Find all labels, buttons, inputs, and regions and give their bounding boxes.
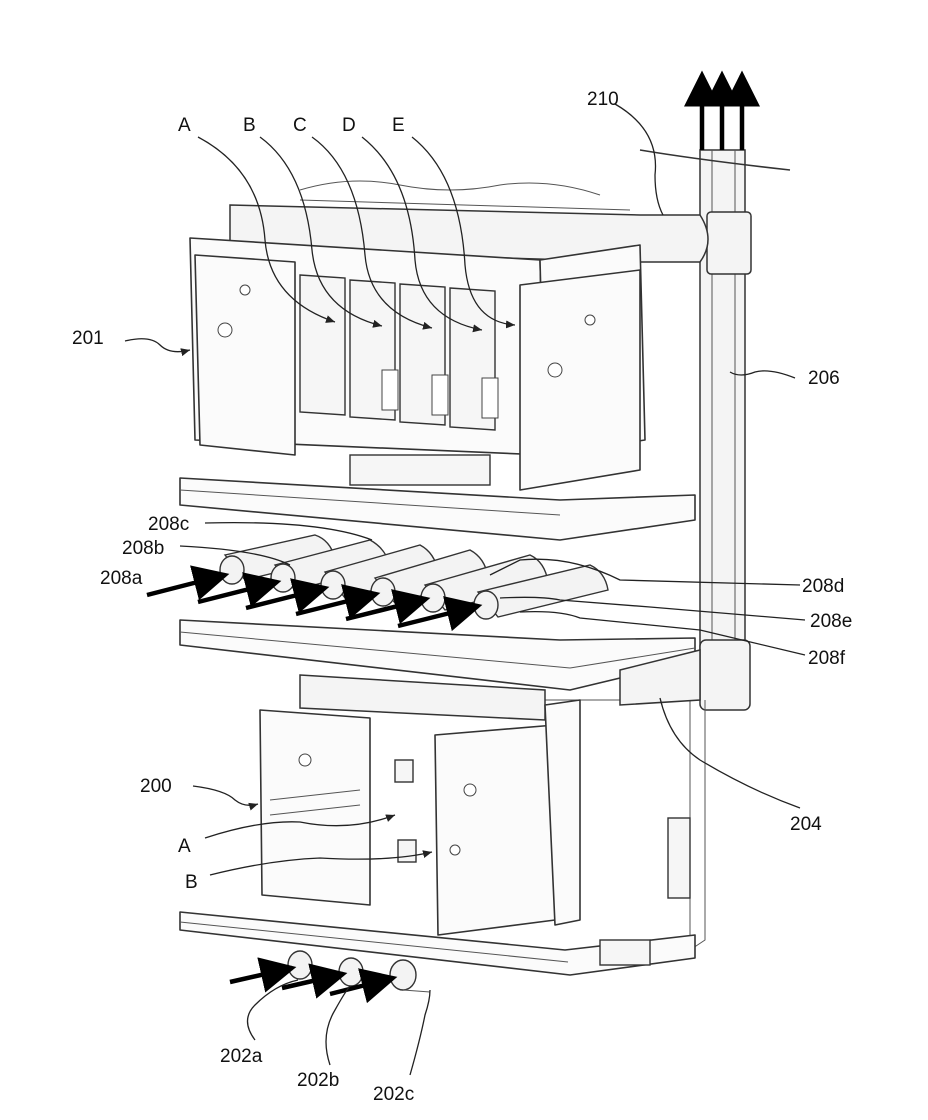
label-208a: 208a [100, 568, 143, 589]
exhaust-duct-206 [639, 149, 791, 711]
label-C-top: C [293, 115, 307, 136]
label-A-bottom: A [178, 836, 191, 857]
inlet-pipes-208 [219, 534, 609, 620]
label-208b: 208b [122, 538, 164, 559]
label-208e: 208e [810, 611, 852, 632]
label-D-top: D [342, 115, 356, 136]
reference-labels: A B C D E 210 201 206 208c 208b 208a 208… [72, 89, 852, 1105]
label-202c: 202c [373, 1084, 414, 1105]
exhaust-arrows [684, 70, 760, 150]
label-204: 204 [790, 814, 822, 835]
label-206: 206 [808, 368, 840, 389]
label-202b: 202b [297, 1070, 339, 1091]
label-E-top: E [392, 115, 405, 136]
compartments-A-E [299, 274, 499, 431]
lower-cabinet-200 [179, 674, 696, 976]
label-210: 210 [587, 89, 619, 110]
label-208c: 208c [148, 514, 189, 535]
label-B-top: B [243, 115, 256, 136]
label-200: 200 [140, 776, 172, 797]
label-B-bottom: B [185, 872, 198, 893]
middle-shelf-204 [179, 619, 701, 706]
label-201: 201 [72, 328, 104, 349]
label-208d: 208d [802, 576, 844, 597]
label-A-top: A [178, 115, 191, 136]
label-202a: 202a [220, 1046, 263, 1067]
intake-arrows-208 [146, 565, 483, 632]
upper-cabinet-201 [179, 180, 709, 541]
intake-arrows-202 [229, 957, 398, 1004]
leader-lines [124, 103, 806, 1076]
label-208f: 208f [808, 648, 846, 669]
